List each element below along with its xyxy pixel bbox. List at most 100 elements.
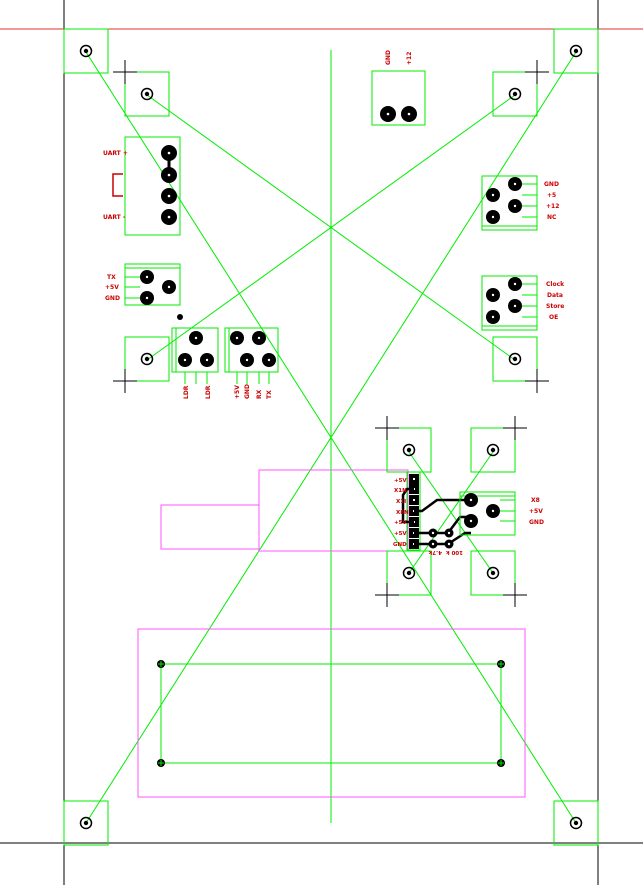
ldr-pad-dot-1 (194, 336, 198, 340)
sensor-pad-dot-3 (413, 499, 415, 501)
mount-corner-bottom-left-hole (83, 820, 89, 826)
uart-pad-dot-1 (167, 151, 171, 155)
sensor-right-label-5v: +5V (529, 508, 543, 515)
io-label-tx: TX (266, 390, 273, 399)
mount-sensor-top-left-hole (406, 447, 412, 453)
mount-sensor-top-right-hole (490, 447, 496, 453)
shift-label-oe: OE (549, 314, 558, 321)
diagonal-d (146, 94, 516, 361)
shift-pad-dot-2 (491, 293, 495, 297)
io-pad-dot-4 (267, 358, 271, 362)
resistor-label-4k7: 4.7k (428, 549, 442, 555)
power-pad-12v-dot (407, 112, 411, 116)
uart-header-outline (124, 136, 181, 236)
mount-inner-top-left-ring (140, 87, 154, 101)
power-out-header: GND +5 +12 NC (481, 175, 559, 231)
sensor-right-outline (459, 491, 516, 536)
mount-corner-bottom-left-ring (79, 816, 93, 830)
module-body (258, 469, 409, 552)
ldr-pad-dot-3 (205, 358, 209, 362)
sensor-right-header: X8 +5V GND (459, 491, 544, 536)
io-pad-dot-2 (257, 336, 261, 340)
board-outline (85, 50, 577, 824)
serial-header-outline (124, 263, 181, 306)
sensor-right-label-x8: X8 (531, 497, 540, 504)
mount-corner-top-right-outline (553, 28, 599, 74)
sensor-label-x8n: X8N (396, 510, 409, 516)
io-label-rx: RX (256, 389, 263, 399)
diagonal-b (85, 51, 577, 824)
mount-inner-top-right-ring (508, 87, 522, 101)
mount-corner-top-right-ring (569, 44, 583, 58)
power-out-label-nc: NC (547, 214, 557, 221)
io-pad-dot-1 (235, 336, 239, 340)
mount-inner-bottom-left-outline (124, 336, 170, 382)
power-pad-gnd-dot (386, 112, 390, 116)
sensor-label-x1n: X1N (394, 488, 407, 494)
sensor-label-gnd: GND (393, 542, 407, 548)
power-label-gnd: GND (385, 50, 392, 65)
shift-register-header: Clock Data Store OE (481, 275, 565, 331)
uart-pad-dot-2 (167, 173, 171, 177)
mount-corner-top-right-hole (573, 48, 579, 54)
ldr-label-2: LDR (205, 385, 212, 399)
power-out-label-gnd: GND (544, 181, 559, 188)
uart-label-minus: UART - (103, 214, 126, 221)
lcd-outline (137, 628, 526, 798)
mount-inner-top-right-hole (512, 91, 518, 97)
mount-inner-bottom-right-outline (492, 336, 538, 382)
shift-pad-dot-4 (491, 315, 495, 319)
module-connector (160, 504, 260, 550)
mount-inner-top-right-outline (492, 71, 538, 117)
ldr-label-1: LDR (183, 385, 190, 399)
power-out-pad-dot-3 (513, 204, 517, 208)
serial-pad-dot-1 (145, 275, 149, 279)
shift-header-outline (481, 275, 538, 331)
power-header-outline (371, 70, 426, 126)
mount-inner-bottom-right-hole (512, 356, 518, 362)
silkscreen (137, 469, 526, 798)
power-header: GND +12 (371, 50, 426, 126)
mount-sensor-bottom-left-ring (402, 566, 416, 580)
uart-bracket (112, 173, 123, 197)
io-header-outline (224, 327, 279, 373)
mount-corner-top-left-ring (79, 44, 93, 58)
mount-corner-bottom-right-hole (573, 820, 579, 826)
mount-sensor-bottom-right-hole (490, 570, 496, 576)
shift-pad-dot-3 (513, 304, 517, 308)
mount-sensor-bottom-right-ring (486, 566, 500, 580)
mount-sensor-top-right-ring (486, 443, 500, 457)
io-pad-dot-3 (245, 358, 249, 362)
uart-pad-dot-3 (167, 194, 171, 198)
mount-corner-bottom-right-ring (569, 816, 583, 830)
mount-inner-bottom-left-ring (140, 352, 154, 366)
shift-pad-dot-1 (513, 282, 517, 286)
shift-label-data: Data (547, 292, 563, 299)
mount-corner-bottom-left-outline (63, 800, 109, 846)
sensor-right-label-gnd: GND (529, 519, 544, 526)
lcd-pads (157, 660, 505, 767)
lcd-area (160, 663, 502, 764)
power-out-pad-dot-4 (491, 215, 495, 219)
sensor-right-pad-dot-3 (469, 519, 473, 523)
sensor-label-x1i: X1I (396, 499, 406, 505)
io-header: +5V GND RX TX (224, 327, 279, 399)
resistor-pad-dot-2 (447, 531, 451, 535)
sensor-trace-x8 (414, 498, 471, 513)
io-label-5v: +5V (234, 385, 241, 399)
sensor-right-pad-dot-1 (469, 498, 473, 502)
mount-corner-top-left-outline (63, 28, 109, 74)
mount-sensor-bottom-right-outline (470, 550, 516, 596)
mount-sensor-bottom-left-outline (386, 550, 432, 596)
ldr-pad-dot-2 (183, 358, 187, 362)
sensor-label-5v-top: +5V (394, 478, 407, 484)
resistor-pad-dot-1 (431, 531, 435, 535)
ldr-header-outline (171, 327, 219, 373)
power-out-pad-dot-1 (513, 182, 517, 186)
power-out-outline (481, 175, 538, 231)
mount-inner-top-left-hole (144, 91, 150, 97)
sensor-right-pad-dot-2 (491, 509, 495, 513)
mount-corner-bottom-right-outline (553, 800, 599, 846)
